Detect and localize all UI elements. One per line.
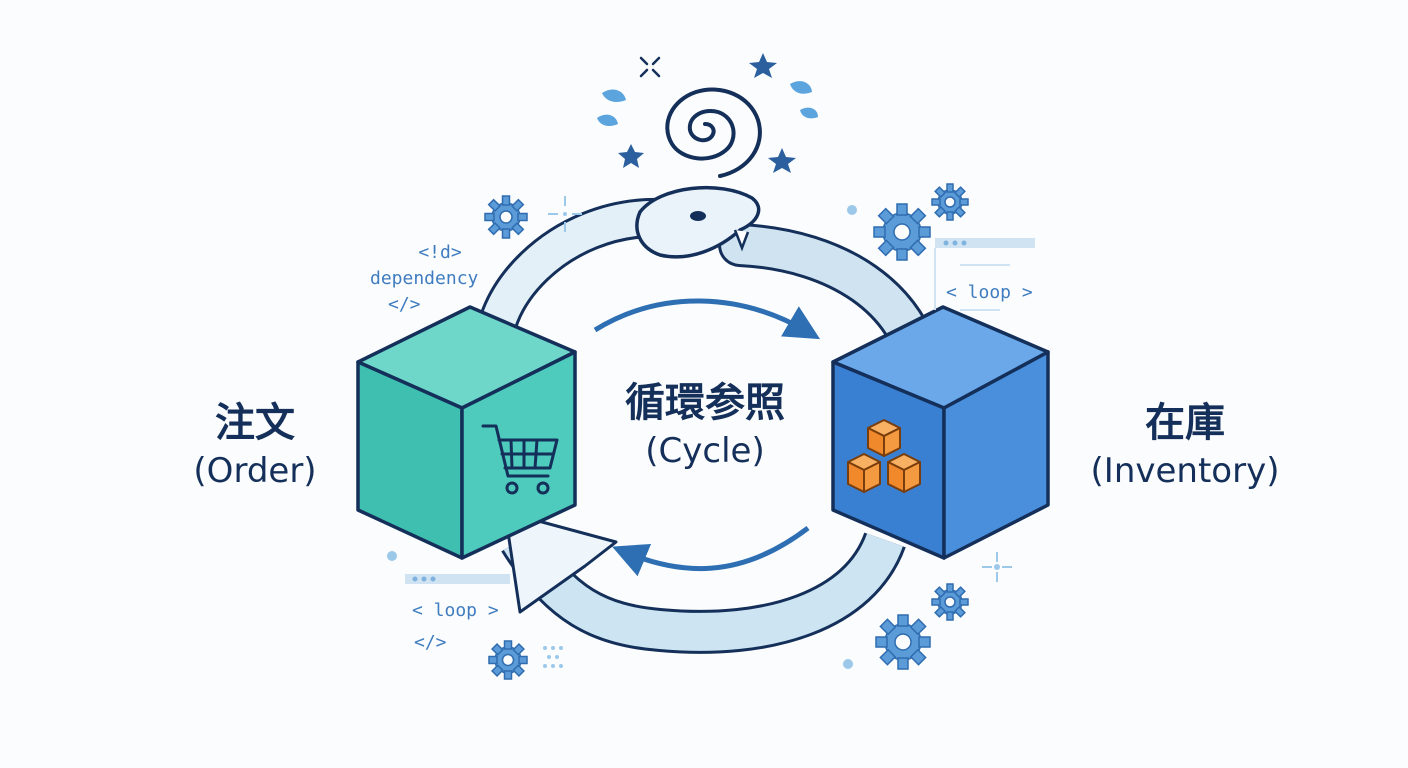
code-loop-top-right: < loop > xyxy=(946,282,1033,303)
shopping-cart-icon xyxy=(481,424,559,495)
sparkle-icon xyxy=(543,646,563,668)
inventory-title: 在庫 xyxy=(1145,400,1225,446)
backward-arrow xyxy=(612,526,810,577)
code-window-bottom-left xyxy=(405,574,510,584)
code-close-tag-bottom: </> xyxy=(414,632,447,653)
code-dependency-text: dependency xyxy=(370,268,479,289)
code-loop-bottom-left: < loop > xyxy=(412,600,499,621)
inventory-subtitle: (Inventory) xyxy=(1090,451,1280,491)
cycle-title: 循環参照 xyxy=(625,380,785,426)
inventory-label: 在庫 (Inventory) xyxy=(1060,398,1310,494)
star-icon xyxy=(618,53,796,173)
order-title: 注文 xyxy=(215,400,295,446)
code-window-top-right xyxy=(934,238,1035,311)
inventory-cube xyxy=(831,305,1050,560)
code-close-tag: </> xyxy=(388,294,421,315)
gear-icon xyxy=(484,183,969,680)
sparkle-icon xyxy=(548,196,1012,582)
order-cube xyxy=(356,305,577,560)
sparkle-icon xyxy=(387,205,1000,669)
cycle-subtitle: (Cycle) xyxy=(645,431,765,471)
sparkle-icon xyxy=(639,56,661,78)
cycle-label: 循環参照 (Cycle) xyxy=(580,378,830,474)
stacked-boxes-icon xyxy=(847,419,921,493)
return-arrow xyxy=(501,510,906,654)
spiral-icon xyxy=(665,87,762,178)
order-label: 注文 (Order) xyxy=(150,398,360,494)
order-subtitle: (Order) xyxy=(193,451,317,491)
droplet-icon xyxy=(597,81,818,126)
forward-arrow xyxy=(593,298,821,340)
code-open-tag: <!d> xyxy=(418,242,462,263)
